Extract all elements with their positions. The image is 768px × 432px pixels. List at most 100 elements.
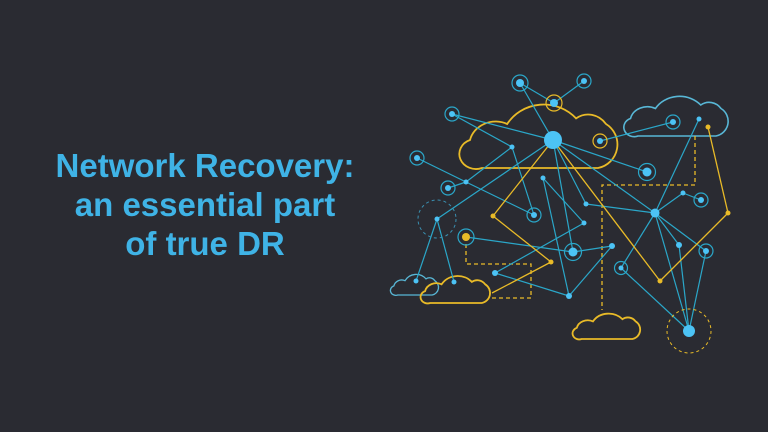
network-node (676, 242, 682, 248)
network-link (688, 250, 707, 332)
node-ring (545, 94, 563, 112)
network-link (511, 146, 535, 216)
network-node (568, 247, 578, 257)
network-link (436, 218, 455, 283)
network-node (696, 116, 702, 122)
network-link (654, 212, 680, 246)
network-node (618, 265, 624, 271)
network-link (553, 80, 585, 104)
network-node (550, 99, 558, 107)
network-node (509, 144, 515, 150)
network-link (678, 244, 690, 332)
cloud-icon (623, 95, 729, 138)
network-link (620, 212, 656, 269)
network-node (597, 138, 603, 144)
network-node (642, 167, 652, 177)
network-link (654, 212, 707, 252)
network-link (542, 177, 570, 297)
network-link (451, 113, 513, 148)
network-link (707, 126, 729, 214)
node-ring (526, 207, 542, 223)
node-ring (444, 106, 460, 122)
network-node (531, 212, 537, 218)
slide-title: Network Recovery: an essential part of t… (20, 146, 390, 263)
network-node (490, 213, 496, 219)
network-node (540, 175, 546, 181)
network-link (436, 139, 554, 220)
node-ring (698, 243, 714, 259)
network-link (542, 177, 585, 224)
network-link (599, 121, 674, 142)
network-link (568, 245, 613, 297)
network-node (581, 220, 587, 226)
network-node (451, 279, 457, 285)
network-node (463, 179, 469, 185)
network-node (703, 248, 709, 254)
network-node (698, 197, 704, 203)
network-link (519, 82, 555, 104)
network-link (552, 139, 574, 253)
network-link (465, 236, 574, 253)
network-link (659, 212, 729, 282)
network-node (445, 185, 451, 191)
network-node (544, 131, 562, 149)
network-link (552, 139, 648, 173)
network-link (491, 261, 552, 294)
network-link (572, 245, 613, 253)
network-link (585, 203, 656, 214)
network-node (583, 201, 589, 207)
dashed-ring (417, 199, 457, 239)
network-link (682, 192, 702, 201)
node-ring (440, 180, 456, 196)
network-link (465, 146, 513, 183)
network-node (725, 210, 731, 216)
network-node (609, 243, 615, 249)
dashed-link (465, 237, 532, 299)
network-node (683, 325, 695, 337)
network-node (566, 293, 572, 299)
network-link (552, 139, 587, 205)
network-node (462, 233, 470, 241)
network-link (465, 181, 535, 216)
network-link (552, 139, 661, 282)
network-link (654, 192, 684, 214)
network-node (434, 216, 440, 222)
network-link (654, 118, 700, 214)
network-link (620, 267, 690, 332)
node-ring (693, 192, 709, 208)
cloud-icon (458, 103, 619, 170)
network-link (415, 218, 438, 282)
network-node (581, 78, 587, 84)
network-link (494, 222, 585, 274)
network-node (449, 111, 455, 117)
network-node (414, 155, 420, 161)
title-line-1: Network Recovery: (55, 147, 355, 184)
network-node (680, 190, 686, 196)
network-link (654, 212, 690, 332)
network-link (451, 113, 554, 141)
node-ring (409, 150, 425, 166)
network-link (552, 139, 656, 214)
cloud-icon (389, 273, 440, 296)
network-node (516, 79, 524, 87)
network-link (447, 181, 467, 189)
network-link (519, 82, 554, 141)
node-ring (665, 114, 681, 130)
network-node (413, 278, 419, 284)
node-ring (637, 162, 657, 182)
network-node (492, 270, 498, 276)
title-line-2: an essential part (74, 186, 336, 223)
network-link (492, 215, 552, 263)
network-node (670, 119, 676, 125)
network-link (416, 157, 467, 183)
network-node (650, 208, 660, 218)
network-node (705, 124, 711, 130)
network-link (492, 139, 554, 217)
dashed-ring (666, 308, 712, 354)
network-node (657, 278, 663, 284)
node-ring (576, 73, 592, 89)
network-node (548, 259, 554, 265)
node-ring (592, 133, 608, 149)
network-link (494, 272, 570, 297)
